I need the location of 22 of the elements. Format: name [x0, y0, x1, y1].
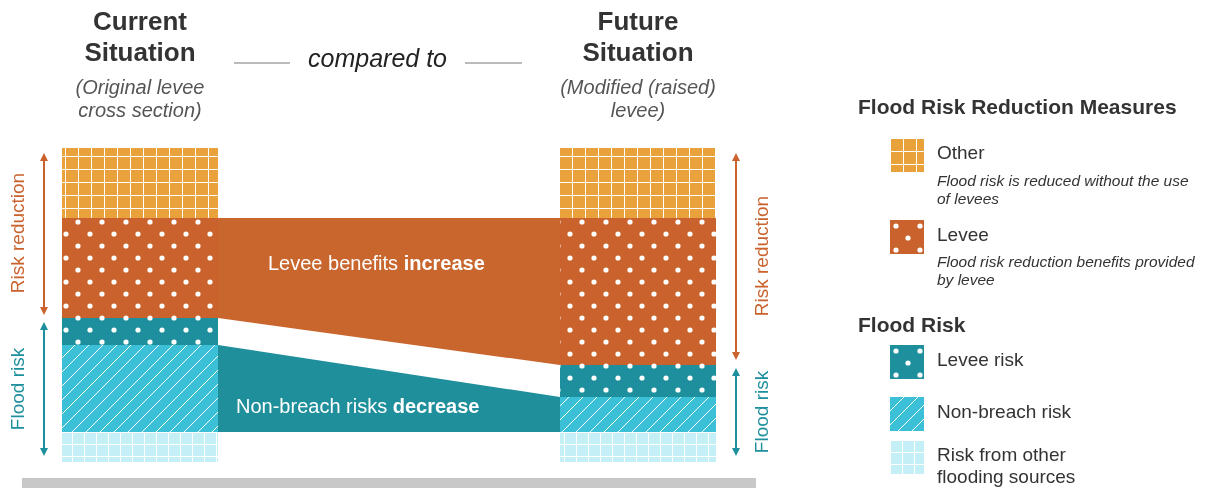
legend-description: Flood risk is reduced without the use of levees — [937, 172, 1190, 208]
comparison-label: compared to — [307, 44, 448, 73]
legend-label: Non-breach risk — [937, 401, 1073, 423]
legend-description: Flood risk reduction benefits provided by levee — [937, 253, 1196, 289]
column-subheading: (Original levee cross section) — [74, 76, 206, 122]
band-label: Non-breach risks decrease — [236, 395, 480, 418]
axis-label: Flood risk — [7, 347, 29, 431]
axis-label: Risk reduction — [7, 172, 29, 294]
band-label: Levee benefits increase — [268, 252, 485, 275]
axis-label: Flood risk — [751, 370, 773, 454]
column-heading: Future Situation — [581, 6, 695, 68]
axis-label: Risk reduction — [751, 195, 773, 317]
legend-heading: Flood Risk — [858, 313, 966, 337]
legend-label: Other — [937, 142, 986, 164]
legend-label: Levee — [937, 224, 990, 246]
column-heading: Current Situation — [83, 6, 197, 68]
column-subheading: (Modified (raised) levee) — [559, 76, 717, 122]
legend-label: Risk from other flooding sources — [937, 444, 1077, 488]
legend-label: Levee risk — [937, 349, 1025, 371]
benefit-band — [218, 218, 560, 365]
risk-band — [218, 345, 560, 432]
legend-heading: Flood Risk Reduction Measures — [858, 95, 1177, 119]
